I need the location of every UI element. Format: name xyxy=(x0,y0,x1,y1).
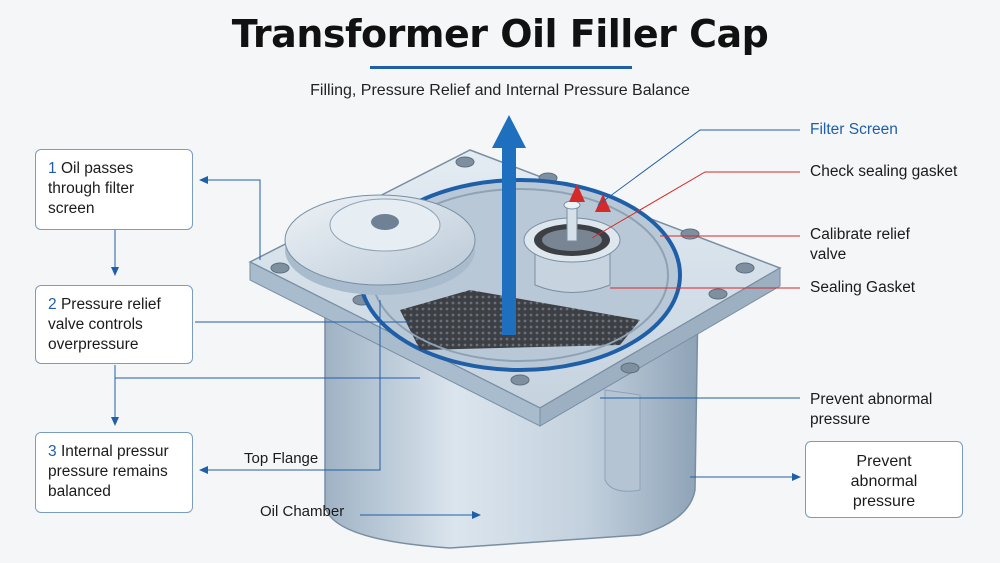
filler-cap-disc xyxy=(284,194,476,295)
relief-valve xyxy=(523,200,621,293)
check-gasket-label: Check sealing gasket xyxy=(810,163,958,180)
step-1-text: Oil passes through filter screen xyxy=(48,160,135,217)
sealing-gasket-label: Sealing Gasket xyxy=(810,279,916,296)
step-2-number: 2 xyxy=(48,296,57,313)
step-3-box: 3 Internal pressur pressure remains bala… xyxy=(35,432,193,513)
step-1-box: 1 Oil passes through filter screen xyxy=(35,149,193,230)
step-3-text: Internal pressur pressure remains balanc… xyxy=(48,443,169,500)
right-leader-lines xyxy=(591,129,801,481)
page-subtitle: Filling, Pressure Relief and Internal Pr… xyxy=(310,82,690,99)
oil-flow-arrow xyxy=(492,115,526,335)
left-leader-lines xyxy=(111,176,481,519)
step-3-number: 3 xyxy=(48,443,57,460)
page-title: Transformer Oil Filler Cap xyxy=(231,12,769,56)
top-flange-label: Top Flange xyxy=(244,450,319,467)
oil-chamber-label: Oil Chamber xyxy=(260,503,345,520)
step-1-number: 1 xyxy=(48,160,57,177)
result-box: Prevent abnormal pressure xyxy=(805,441,963,518)
title-underline xyxy=(370,66,632,69)
step-2-box: 2 Pressure relief valve controls overpre… xyxy=(35,285,193,364)
step-2-text: Pressure relief valve controls overpress… xyxy=(48,296,161,353)
filter-screen-label: Filter Screen xyxy=(810,121,898,138)
relief-valve-label: Calibrate relief valve xyxy=(810,226,910,263)
prevent-pressure-label: Prevent abnormal pressure xyxy=(810,391,933,428)
